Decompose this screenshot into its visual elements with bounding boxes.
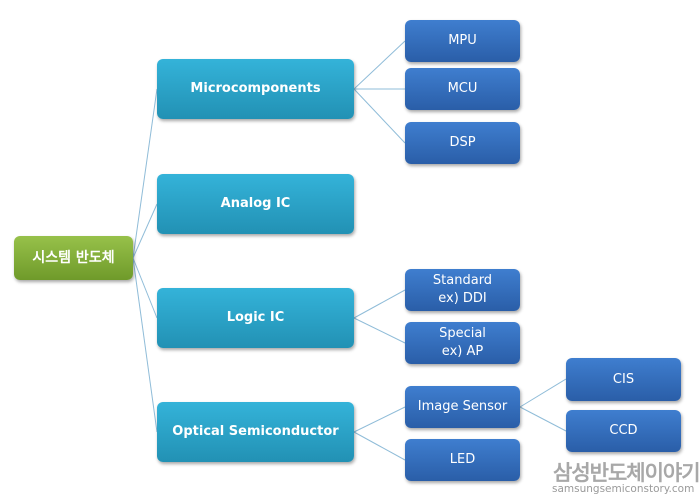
node-dsp: DSP (405, 122, 520, 164)
node-mcu: MCU (405, 68, 520, 110)
node-special-line2: ex) AP (441, 344, 484, 359)
connector-logic-special (353, 317, 406, 344)
node-analog-ic: Analog IC (157, 174, 354, 234)
root-node-system-semiconductor: 시스템 반도체 (14, 236, 133, 280)
connector-optical-sensor (353, 406, 406, 433)
connector-root-logic (132, 257, 158, 319)
node-cis: CIS (566, 358, 681, 401)
watermark-url: samsungsemiconstory.com (552, 483, 695, 495)
node-mpu: MPU (405, 20, 520, 62)
node-standard-line2: ex) DDI (438, 291, 487, 306)
node-image-sensor: Image Sensor (405, 386, 520, 428)
node-ccd: CCD (566, 410, 681, 452)
connector-optical-led (353, 431, 406, 461)
connector-micro-dsp (353, 88, 406, 144)
watermark-title: 삼성반도체이야기 (553, 461, 700, 485)
node-led: LED (405, 439, 520, 481)
node-special-ap: Special ex) AP (405, 322, 520, 364)
node-standard-ddi: Standard ex) DDI (405, 269, 520, 311)
node-optical-semiconductor: Optical Semiconductor (157, 402, 354, 462)
connector-micro-mpu (353, 40, 406, 90)
node-standard-line1: Standard (432, 273, 493, 289)
connector-root-analog (132, 203, 158, 259)
node-logic-ic: Logic IC (157, 288, 354, 348)
connector-root-micro (132, 88, 158, 259)
connector-sensor-ccd (519, 406, 567, 432)
node-special-line1: Special (439, 326, 486, 342)
connector-root-optical (132, 257, 158, 433)
node-microcomponents: Microcomponents (157, 59, 354, 119)
connector-logic-standard (353, 289, 406, 319)
connector-sensor-cis (519, 378, 567, 408)
